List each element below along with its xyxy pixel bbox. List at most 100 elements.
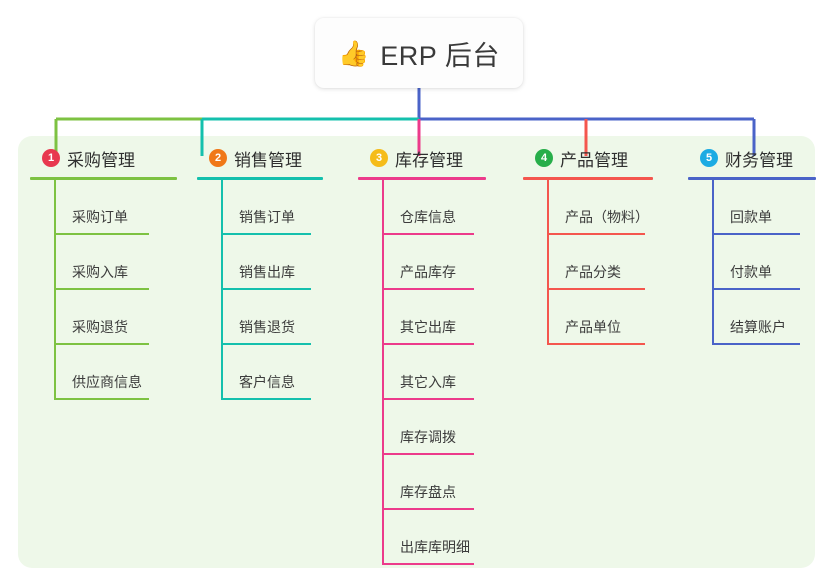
branch-child-item[interactable]: 产品（物料） [547, 180, 653, 235]
branch-child-item[interactable]: 结算账户 [712, 290, 816, 345]
branch-column-3: 3 库存管理仓库信息产品库存其它出库其它入库库存调拨库存盘点出库库明细 [358, 145, 486, 565]
branch-child-label: 销售退货 [239, 319, 295, 335]
branch-child-label: 产品（物料） [565, 209, 649, 225]
branch-child-item[interactable]: 仓库信息 [382, 180, 486, 235]
branch-title: 产品管理 [560, 150, 628, 170]
branch-child-label: 产品库存 [400, 264, 456, 280]
branch-children: 仓库信息产品库存其它出库其它入库库存调拨库存盘点出库库明细 [382, 180, 486, 565]
branch-trunk-line [547, 180, 549, 345]
branch-header-rule [358, 177, 486, 180]
branch-child-rule [54, 343, 149, 345]
branch-column-5: 5 财务管理回款单付款单结算账户 [688, 145, 816, 345]
branch-child-rule [221, 288, 311, 290]
branch-child-label: 出库库明细 [400, 539, 470, 555]
branch-header-2[interactable]: 2 销售管理 [197, 145, 323, 171]
branch-children: 产品（物料） 产品分类产品单位 [547, 180, 653, 345]
branch-child-item[interactable]: 产品单位 [547, 290, 653, 345]
branch-child-label: 采购订单 [72, 209, 128, 225]
branch-child-rule [712, 233, 800, 235]
branch-title: 销售管理 [234, 150, 302, 170]
branch-child-rule [547, 343, 645, 345]
branch-title: 财务管理 [725, 150, 793, 170]
branch-child-item[interactable]: 采购退货 [54, 290, 177, 345]
branch-child-rule [221, 398, 311, 400]
branch-child-item[interactable]: 销售订单 [221, 180, 323, 235]
branch-child-label: 仓库信息 [400, 209, 456, 225]
branch-child-rule [382, 563, 474, 565]
branch-child-rule [221, 343, 311, 345]
branch-children: 采购订单采购入库采购退货供应商信息 [54, 180, 177, 400]
branch-child-label: 供应商信息 [72, 374, 142, 390]
branch-trunk-line [382, 180, 384, 565]
branch-title: 采购管理 [67, 150, 135, 170]
branch-trunk-line [54, 180, 56, 400]
thumbs-up-icon: 👍 [338, 38, 370, 68]
branch-child-rule [712, 288, 800, 290]
branch-number-badge: 2 [209, 149, 227, 167]
branch-child-rule [221, 233, 311, 235]
branch-child-rule [54, 233, 149, 235]
branch-child-item[interactable]: 付款单 [712, 235, 816, 290]
branch-child-label: 其它入库 [400, 374, 456, 390]
branch-children: 销售订单销售出库销售退货客户信息 [221, 180, 323, 400]
branch-child-item[interactable]: 产品分类 [547, 235, 653, 290]
branch-child-rule [547, 288, 645, 290]
branch-child-rule [54, 398, 149, 400]
branch-child-rule [547, 233, 645, 235]
branch-child-item[interactable]: 库存盘点 [382, 455, 486, 510]
branch-trunk-line [712, 180, 714, 345]
branch-child-item[interactable]: 产品库存 [382, 235, 486, 290]
branch-child-label: 销售出库 [239, 264, 295, 280]
branch-header-rule [523, 177, 653, 180]
branch-number-badge: 5 [700, 149, 718, 167]
branch-child-label: 销售订单 [239, 209, 295, 225]
branch-child-label: 其它出库 [400, 319, 456, 335]
branch-child-label: 采购退货 [72, 319, 128, 335]
branch-child-rule [54, 288, 149, 290]
branch-header-rule [30, 177, 177, 180]
branch-child-item[interactable]: 回款单 [712, 180, 816, 235]
branch-child-rule [382, 233, 474, 235]
branch-child-item[interactable]: 销售退货 [221, 290, 323, 345]
branch-header-5[interactable]: 5 财务管理 [688, 145, 816, 171]
branch-child-label: 产品分类 [565, 264, 621, 280]
branch-header-3[interactable]: 3 库存管理 [358, 145, 486, 171]
branch-child-label: 回款单 [730, 209, 772, 225]
branch-child-item[interactable]: 采购入库 [54, 235, 177, 290]
branch-child-rule [382, 453, 474, 455]
branch-child-item[interactable]: 库存调拨 [382, 400, 486, 455]
branch-child-label: 库存调拨 [400, 429, 456, 445]
branch-number-badge: 3 [370, 149, 388, 167]
branch-child-rule [712, 343, 800, 345]
branch-trunk-line [221, 180, 223, 400]
branch-child-item[interactable]: 销售出库 [221, 235, 323, 290]
branch-column-2: 2 销售管理销售订单销售出库销售退货客户信息 [197, 145, 323, 400]
branch-child-item[interactable]: 供应商信息 [54, 345, 177, 400]
branch-child-item[interactable]: 出库库明细 [382, 510, 486, 565]
branch-child-label: 采购入库 [72, 264, 128, 280]
root-node-title: ERP 后台 [380, 40, 500, 71]
branch-child-rule [382, 288, 474, 290]
branches-panel [18, 136, 815, 568]
branch-child-item[interactable]: 其它入库 [382, 345, 486, 400]
branch-child-item[interactable]: 其它出库 [382, 290, 486, 345]
branch-child-rule [382, 508, 474, 510]
branch-title: 库存管理 [395, 150, 463, 170]
root-node[interactable]: 👍 ERP 后台 [315, 18, 523, 88]
root-node-content: 👍 ERP 后台 [338, 34, 500, 73]
branch-child-label: 客户信息 [239, 374, 295, 390]
branch-header-rule [688, 177, 816, 180]
branch-child-item[interactable]: 客户信息 [221, 345, 323, 400]
branch-child-item[interactable]: 采购订单 [54, 180, 177, 235]
branch-child-label: 产品单位 [565, 319, 621, 335]
branch-child-rule [382, 343, 474, 345]
branch-child-label: 付款单 [730, 264, 772, 280]
branch-child-rule [382, 398, 474, 400]
branch-children: 回款单付款单结算账户 [712, 180, 816, 345]
branch-child-label: 结算账户 [730, 319, 786, 335]
